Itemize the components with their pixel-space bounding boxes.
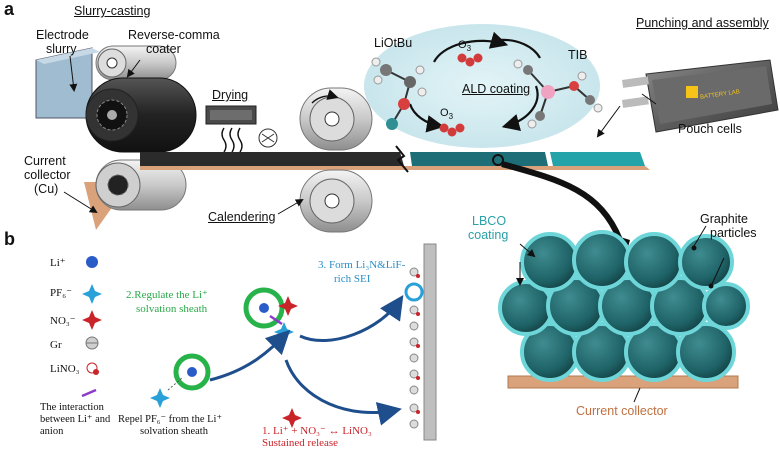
liotbu-label: LiOtBu bbox=[374, 36, 413, 50]
ald-coating-label: ALD coating bbox=[462, 82, 531, 96]
graphite-label-1: Graphite bbox=[700, 212, 748, 226]
current-collector-roll bbox=[84, 159, 187, 230]
legend-li: Li⁺ bbox=[50, 257, 66, 269]
step2-line2: solvation sheath bbox=[136, 303, 208, 315]
solvation-sheath-left bbox=[150, 353, 211, 408]
o3-top-label: O3 bbox=[458, 39, 472, 54]
electrode-slurry-label-1: Electrode bbox=[36, 28, 89, 42]
legend-interaction-3: anion bbox=[40, 426, 64, 437]
o3-bottom-label: O3 bbox=[440, 107, 454, 122]
electrode-surface bbox=[404, 243, 437, 441]
current-collector-label-1: Current bbox=[24, 154, 66, 168]
panel-b-letter: b bbox=[4, 229, 15, 249]
step2-line1: 2.Regulate the Li⁺ bbox=[126, 289, 208, 301]
o3-molecule-bottom bbox=[439, 123, 465, 137]
lbco-particles bbox=[498, 225, 750, 403]
step3-line1: 3. Form Li₃N&LiF- bbox=[318, 259, 406, 271]
legend-lino3: LiNO₃ bbox=[50, 363, 80, 375]
legend-gr: Gr bbox=[50, 339, 62, 351]
leader-lines bbox=[63, 55, 657, 215]
reverse-comma-label-1: Reverse-comma bbox=[128, 28, 220, 42]
step1-subtitle: Sustained release bbox=[262, 437, 339, 449]
web-foil bbox=[140, 145, 650, 173]
reverse-comma-label-2: coater bbox=[146, 42, 181, 56]
battery-lab-logo-icon bbox=[686, 86, 698, 98]
pouch-cell bbox=[622, 59, 779, 133]
graphite-label-2: particles bbox=[710, 226, 757, 240]
repel-line2: solvation sheath bbox=[140, 426, 208, 437]
current-collector-bottom-label: Current collector bbox=[576, 404, 668, 418]
step3-line2: rich SEI bbox=[334, 273, 371, 285]
legend-icons bbox=[81, 256, 102, 398]
electrode-slurry-label-2: slurry bbox=[46, 42, 77, 56]
drying-label: Drying bbox=[212, 88, 249, 102]
tib-label: TIB bbox=[568, 48, 588, 62]
step1-equation: 1. Li⁺ + NO₃⁻ ↔ LiNO₃ bbox=[262, 425, 372, 437]
liotbu-molecule bbox=[371, 57, 427, 130]
drying-oven bbox=[205, 105, 278, 153]
legend-interaction-1: The interaction bbox=[40, 402, 104, 413]
current-collector-label-2: collector bbox=[24, 168, 71, 182]
zoom-arrow bbox=[501, 161, 623, 242]
tib-molecule bbox=[513, 59, 603, 129]
lbco-coating-1: LBCO bbox=[472, 214, 507, 228]
legend-no3: NO₃⁻ bbox=[50, 315, 76, 327]
legend-interaction-2: between Li⁺ and bbox=[40, 414, 111, 425]
panel-a-letter: a bbox=[4, 0, 15, 19]
repel-line1: Repel PF₆⁻ from the Li⁺ bbox=[118, 414, 222, 425]
punching-assembly-title: Punching and assembly bbox=[636, 16, 769, 30]
calendering-label: Calendering bbox=[208, 210, 276, 224]
no3-star bbox=[282, 408, 302, 428]
current-collector-label-3: (Cu) bbox=[34, 182, 59, 196]
lbco-coating-2: coating bbox=[468, 228, 509, 242]
o3-molecule-top bbox=[457, 53, 483, 67]
reverse-comma-coater bbox=[85, 45, 197, 153]
pouch-cells-label: Pouch cells bbox=[678, 122, 742, 136]
calender-rolls bbox=[299, 87, 373, 233]
slurry-casting-title: Slurry-casting bbox=[74, 4, 151, 18]
process-arrows bbox=[209, 295, 404, 426]
solvation-sheath-right bbox=[243, 287, 298, 342]
legend-pf6: PF₆⁻ bbox=[50, 287, 72, 299]
